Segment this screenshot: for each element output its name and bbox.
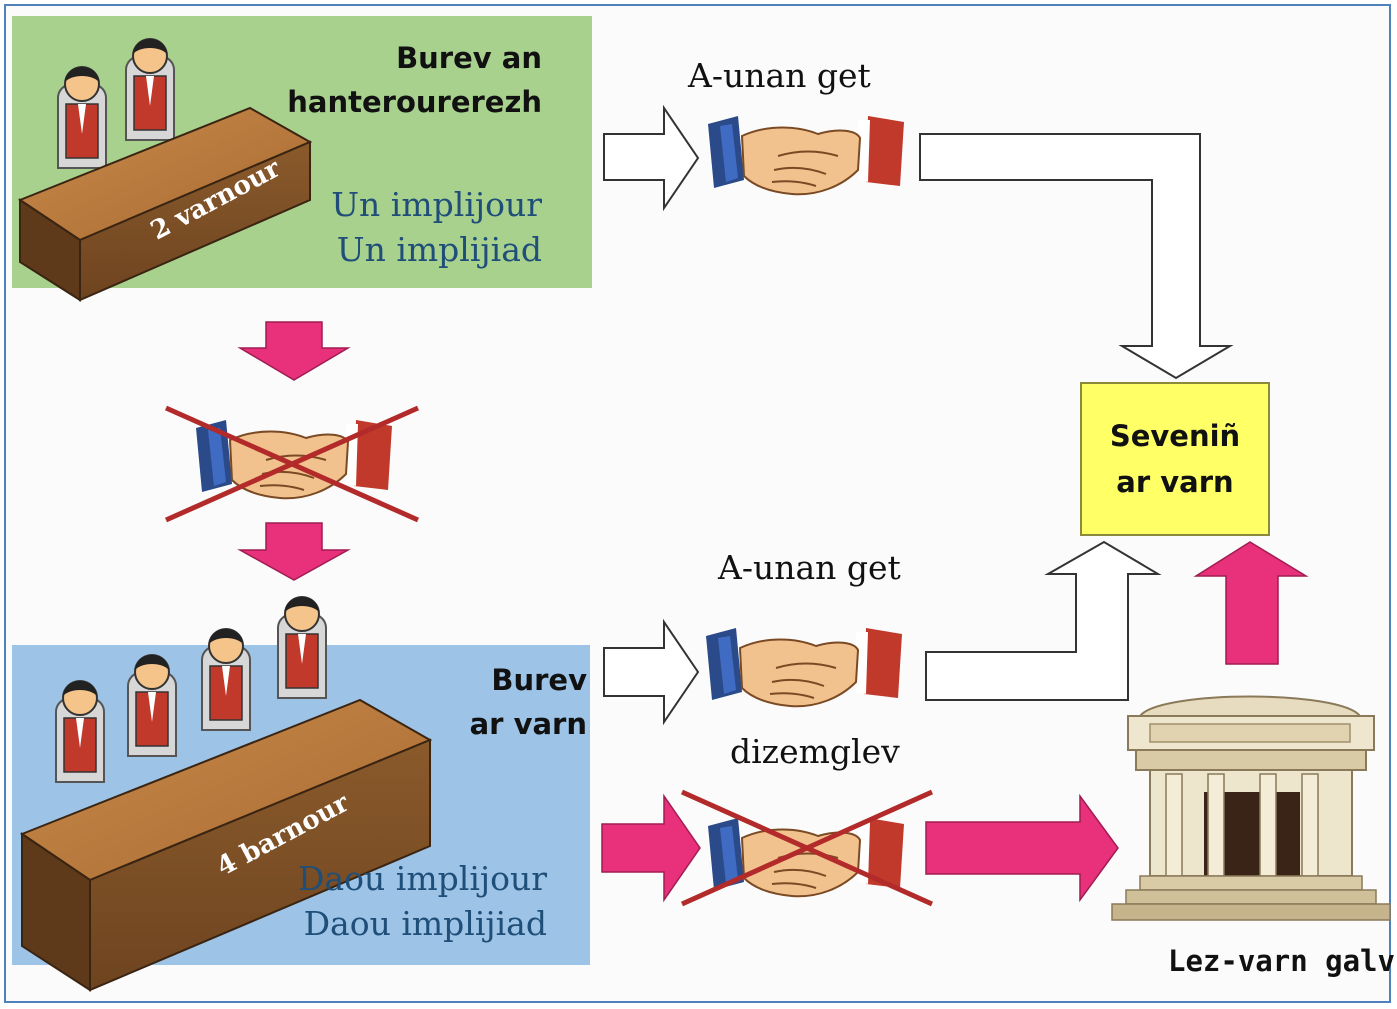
pink-arrow-up (1193, 541, 1309, 665)
pink-arrow-down-1 (237, 321, 351, 381)
court-label: Lez-varn galv (1168, 944, 1395, 978)
desk-bottom-illustration (19, 596, 433, 992)
desk-top-illustration (17, 38, 313, 302)
enforcement-line-1: Seveniñ (1109, 419, 1241, 453)
white-elbow-arrow-bottom (925, 540, 1162, 701)
office-title-bottom: Burev ar varn (469, 663, 587, 741)
handshake-top (707, 115, 905, 196)
disagreement-label: dizemglev (730, 732, 900, 771)
court-building-icon (1111, 695, 1391, 921)
pink-arrow-right-1 (601, 793, 701, 903)
handshake-bottom (705, 627, 903, 708)
office-title-top: Burev an hanterourerezh (287, 41, 542, 119)
enforcement-box: Seveniñ ar varn (1080, 382, 1270, 536)
white-elbow-arrow-top (919, 133, 1234, 380)
parties-bottom: Daou implijour Daou implijiad (298, 859, 547, 943)
parties-top: Un implijour Un implijiad (331, 185, 542, 269)
agreement-label-bottom: A-unan get (718, 548, 901, 587)
enforcement-line-2: ar varn (1116, 465, 1234, 499)
agreement-label-top: A-unan get (688, 56, 871, 95)
white-arrow-top (603, 104, 700, 212)
crossed-handshake-left (164, 405, 420, 523)
white-arrow-bottom (603, 618, 700, 726)
pink-arrow-right-2 (925, 793, 1119, 903)
pink-arrow-down-2 (237, 522, 351, 581)
crossed-handshake-bottom (680, 789, 934, 907)
